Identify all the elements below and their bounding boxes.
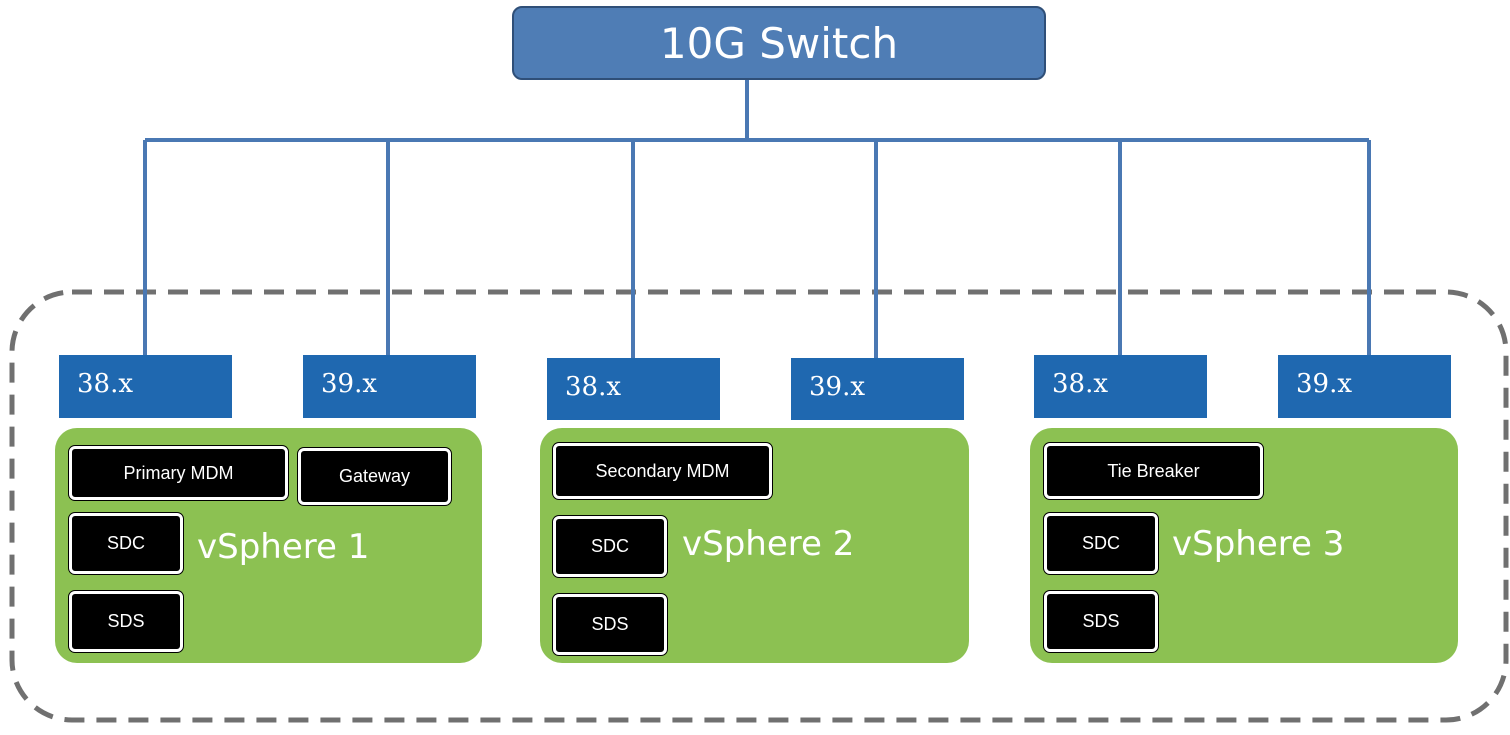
service-sdc: SDC bbox=[553, 516, 667, 577]
service-sds: SDS bbox=[1044, 591, 1158, 652]
nic-h3-38: 38.x bbox=[1034, 355, 1207, 418]
service-gateway: Gateway bbox=[298, 448, 451, 505]
service-sdc: SDC bbox=[69, 513, 183, 574]
host-label: vSphere 2 bbox=[682, 524, 855, 564]
nic-h2-38: 38.x bbox=[547, 358, 720, 420]
service-sdc: SDC bbox=[1044, 513, 1158, 574]
service-tie-breaker: Tie Breaker bbox=[1044, 443, 1263, 499]
host-label: vSphere 1 bbox=[197, 527, 370, 567]
nic-h2-39: 39.x bbox=[791, 358, 964, 420]
service-primary-mdm: Primary MDM bbox=[69, 446, 288, 500]
service-sds: SDS bbox=[69, 591, 183, 652]
cluster-boundary bbox=[9, 289, 1509, 723]
service-sds: SDS bbox=[553, 594, 667, 655]
service-secondary-mdm: Secondary MDM bbox=[553, 443, 772, 499]
switch-node: 10G Switch bbox=[512, 6, 1046, 80]
nic-h1-39: 39.x bbox=[303, 355, 476, 418]
nic-h1-38: 38.x bbox=[59, 355, 232, 418]
nic-h3-39: 39.x bbox=[1278, 355, 1451, 418]
host-label: vSphere 3 bbox=[1172, 524, 1345, 564]
